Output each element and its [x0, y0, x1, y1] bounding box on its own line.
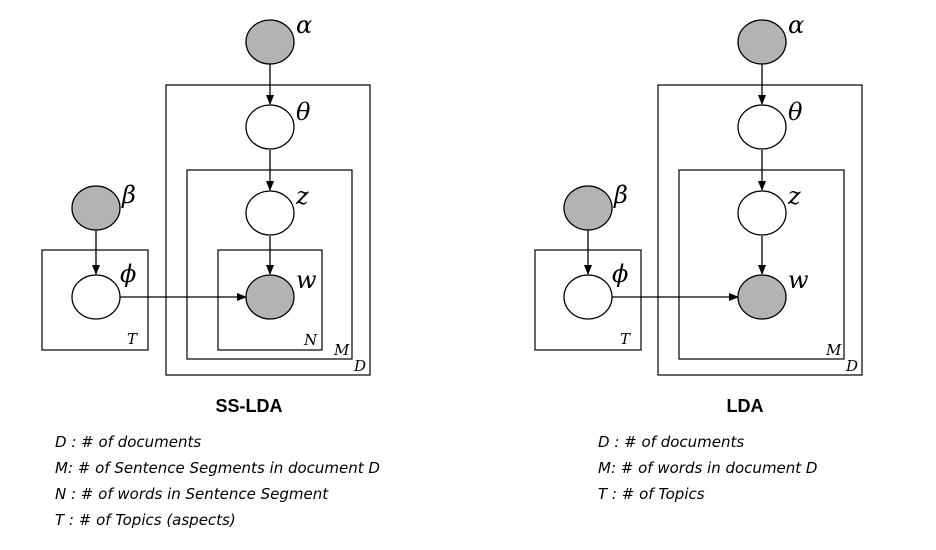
symbol-phi: ϕ [120, 260, 136, 288]
node-w [245, 274, 295, 320]
symbol-beta: β [613, 181, 628, 209]
model-title-lda: LDA [727, 396, 764, 416]
ss-lda-model: α θ z w β ϕ D M N T SS-LDA D : # of docu… [41, 11, 380, 529]
lda-model: α θ z w β ϕ D M T LDA D : # of documents… [534, 11, 863, 503]
plate-label-m: M [333, 341, 350, 359]
node-phi [71, 274, 121, 320]
symbol-beta: β [121, 181, 136, 209]
plate-t [41, 249, 149, 351]
legend-line: T : # of Topics [598, 485, 705, 503]
node-theta [737, 104, 787, 150]
node-beta [71, 185, 121, 231]
legend-line: D : # of documents [55, 433, 201, 451]
plate-label-d: D [353, 357, 366, 375]
plate-label-t: T [620, 330, 631, 348]
legend-line: T : # of Topics (aspects) [55, 511, 236, 529]
plate-label-m: M [825, 341, 842, 359]
plate-label-d: D [845, 357, 858, 375]
symbol-z: z [787, 182, 801, 210]
node-beta [563, 185, 613, 231]
symbol-theta: θ [788, 98, 803, 126]
legend-line: M: # of Sentence Segments in document D [55, 459, 380, 477]
symbol-theta: θ [296, 98, 311, 126]
node-theta [245, 104, 295, 150]
plate-label-n: N [303, 331, 318, 349]
symbol-phi: ϕ [612, 260, 628, 288]
symbol-w: w [296, 266, 317, 294]
node-w [737, 274, 787, 320]
node-phi [563, 274, 613, 320]
node-alpha [245, 19, 295, 65]
node-z [737, 190, 787, 236]
symbol-alpha: α [788, 11, 804, 39]
model-title-ss-lda: SS-LDA [216, 396, 283, 416]
plate-d [165, 84, 371, 376]
legend-line: M: # of words in document D [598, 459, 818, 477]
legend-line: D : # of documents [598, 433, 744, 451]
legend-line: N : # of words in Sentence Segment [55, 485, 329, 503]
plate-d [657, 84, 863, 376]
node-alpha [737, 19, 787, 65]
symbol-w: w [788, 266, 809, 294]
symbol-z: z [295, 182, 309, 210]
plate-label-t: T [127, 330, 138, 348]
symbol-alpha: α [296, 11, 312, 39]
node-z [245, 190, 295, 236]
